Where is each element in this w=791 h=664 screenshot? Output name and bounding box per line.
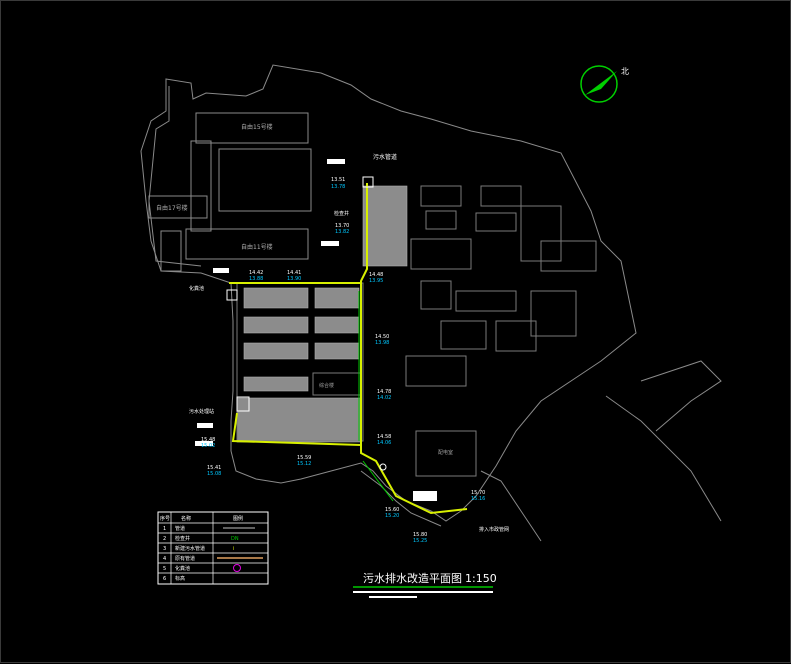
svg-text:DN: DN [231, 536, 239, 542]
elev-e7: 14.78 [377, 389, 391, 395]
scale-text: 1:150 [465, 572, 497, 585]
elev-e8: 14.58 [377, 434, 391, 440]
elev-e10: 15.41 [207, 465, 221, 471]
buildings-north [148, 112, 312, 272]
elevation-markers: 13.51 13.78 13.70 13.82 14.42 13.88 14.4… [201, 177, 485, 544]
label-well: 检查井 [334, 210, 349, 217]
site-boundary [140, 64, 722, 542]
building-label-b5: 配电室 [438, 449, 453, 456]
pipe-callouts [195, 159, 437, 501]
label-septic: 化粪池 [189, 285, 204, 292]
label-discharge: 排入市政管网 [479, 526, 509, 533]
svg-text:15.20: 15.20 [385, 513, 399, 519]
svg-text:15.12: 15.12 [297, 461, 311, 467]
svg-text:13.90: 13.90 [287, 276, 301, 282]
building-label-b2: 自由11号楼 [241, 243, 273, 251]
building-label-b1: 自由15号楼 [241, 123, 273, 131]
elev-e1: 13.51 [331, 177, 345, 183]
legend-row-n: 4 [163, 556, 166, 562]
legend-row-name: 标高 [175, 575, 185, 582]
legend-row-n: 3 [163, 546, 166, 552]
legend-header-name: 名称 [181, 515, 191, 522]
svg-text:14.06: 14.06 [377, 440, 391, 446]
svg-text:13.95: 13.95 [369, 278, 383, 284]
legend-row-n: 6 [163, 576, 166, 582]
svg-text:i: i [233, 546, 234, 552]
inspection-wells [226, 176, 387, 471]
legend-header-symbol: 图例 [233, 515, 243, 522]
svg-text:15.25: 15.25 [413, 538, 427, 544]
title-text: 污水排水改造平面图 [363, 571, 462, 585]
elev-e9: 15.48 [201, 437, 215, 443]
legend-row-name: 原有管道 [175, 555, 195, 562]
svg-text:15.16: 15.16 [471, 496, 485, 502]
svg-text:13.98: 13.98 [375, 340, 389, 346]
legend-header-n: 序号 [160, 515, 170, 522]
legend-row-n: 1 [163, 526, 166, 532]
buildings-main [236, 185, 408, 443]
elev-e11: 15.59 [297, 455, 311, 461]
north-arrow: 北 [580, 65, 629, 103]
sewage-pipes [229, 183, 468, 515]
label-pipe: 污水管道 [373, 153, 397, 161]
svg-text:15.80: 15.80 [413, 532, 427, 538]
legend-table: 序号 名称 图例 1 管道 2 检查井 DN 3 新建污水管道 i 4 原有管道… [157, 511, 269, 585]
svg-text:14.02: 14.02 [377, 395, 391, 401]
svg-text:15.08: 15.08 [207, 471, 221, 477]
svg-text:13.82: 13.82 [335, 229, 349, 235]
elev-e4: 14.41 [287, 270, 301, 276]
label-station: 污水处理站 [189, 408, 214, 415]
elev-e2: 13.70 [335, 223, 349, 229]
legend-row-n: 2 [163, 536, 166, 542]
elev-e6: 14.50 [375, 334, 389, 340]
buildings-east [405, 185, 597, 477]
north-label: 北 [621, 67, 629, 76]
svg-text:15.02: 15.02 [201, 443, 215, 449]
svg-text:15.60: 15.60 [385, 507, 399, 513]
building-label-b3: 自由17号楼 [156, 204, 188, 212]
building-label-b4: 综合楼 [319, 382, 334, 389]
svg-text:13.78: 13.78 [331, 184, 345, 190]
elev-e5: 14.48 [369, 272, 383, 278]
legend-row-name: 管道 [175, 525, 185, 532]
drawing-title: 污水排水改造平面图 1:150 [353, 571, 497, 598]
elev-e12: 15.70 [471, 490, 485, 496]
svg-text:13.88: 13.88 [249, 276, 263, 282]
legend-row-name: 检查井 [175, 535, 190, 542]
legend-row-n: 5 [163, 566, 166, 572]
elev-e3: 14.42 [249, 270, 263, 276]
legend-row-name: 化粪池 [175, 565, 190, 572]
legend-row-name: 新建污水管道 [175, 545, 205, 552]
